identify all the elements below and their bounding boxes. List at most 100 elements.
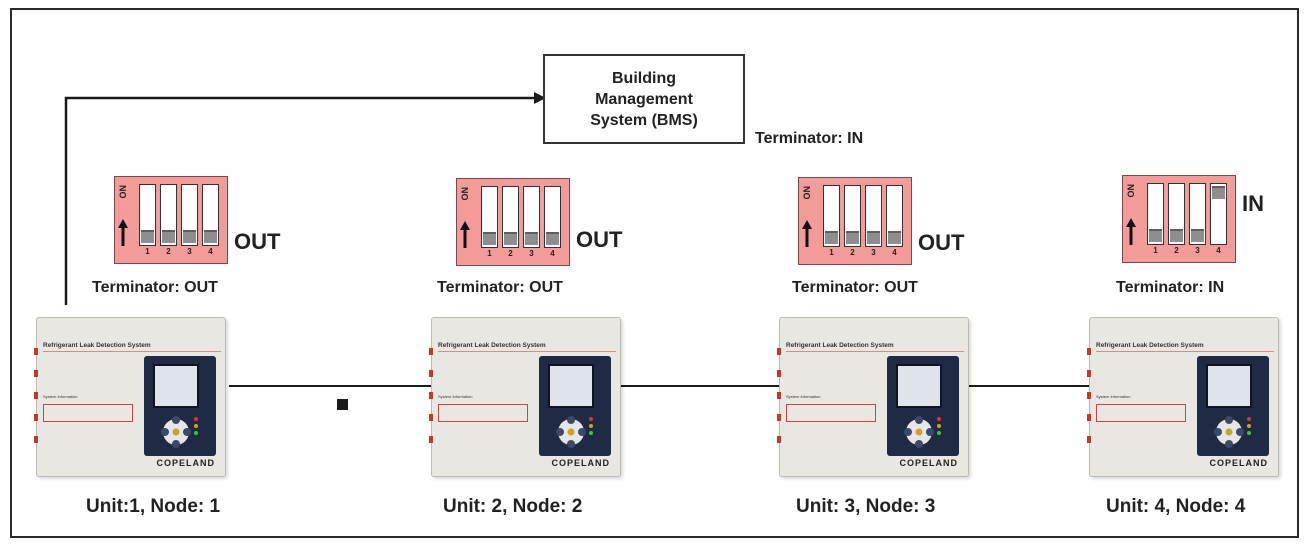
unit-brand-logo: COPELAND — [1209, 458, 1268, 468]
unit-display-screen — [548, 364, 594, 408]
cable-port — [777, 414, 781, 421]
unit-brand-logo: COPELAND — [551, 458, 610, 468]
dip-toggle-knob — [867, 231, 880, 244]
cable-port — [429, 436, 433, 443]
dip-switch-number: 4 — [892, 248, 897, 257]
dip-toggle-1 — [139, 184, 156, 246]
link-marker — [337, 399, 348, 410]
cable-port — [429, 392, 433, 399]
dip-switch-number: 2 — [1174, 246, 1179, 255]
keypad-icon — [556, 416, 593, 448]
unit-alarm-box — [786, 404, 876, 422]
unit-title: Refrigerant Leak Detection System — [438, 342, 546, 349]
dip-toggle-knob — [546, 232, 559, 245]
dip-toggle-4 — [1210, 183, 1227, 245]
unit-display-screen — [896, 364, 942, 408]
cable-port — [777, 436, 781, 443]
dip-toggle-knob — [525, 232, 538, 245]
dip-on-label: ON — [802, 186, 812, 200]
unit-title: Refrigerant Leak Detection System — [1096, 342, 1204, 349]
cable-port — [34, 370, 38, 377]
dip-toggle-2 — [160, 184, 177, 246]
dip-toggle-knob — [1149, 229, 1162, 242]
cable-port — [429, 370, 433, 377]
terminator-label: Terminator: OUT — [437, 279, 563, 296]
dip-switch-node-1: ON 1 2 3 4 — [114, 176, 228, 264]
cable-port — [34, 414, 38, 421]
dip-switch-node-2: ON 1 2 3 4 — [456, 178, 570, 266]
dip-switch-number: 3 — [187, 247, 192, 256]
dip-toggle-1 — [823, 185, 840, 247]
dip-toggle-1 — [481, 186, 498, 248]
dip-toggle-knob — [888, 231, 901, 244]
terminator-label: Terminator: OUT — [792, 279, 918, 296]
unit-alarm-box — [43, 404, 133, 422]
on-direction-arrow-icon — [460, 221, 470, 248]
dip-toggle-knob — [162, 230, 175, 243]
cable-port — [34, 436, 38, 443]
keypad-icon — [1214, 416, 1251, 448]
terminator-label: Terminator: OUT — [92, 279, 218, 296]
unit-control-panel — [539, 356, 611, 456]
dip-switch-number: 3 — [529, 249, 534, 258]
unit-control-panel — [1197, 356, 1269, 456]
unit-system-info: System Information — [43, 394, 78, 399]
unit-control-panel — [887, 356, 959, 456]
unit-node-label: Unit: 3, Node: 3 — [796, 496, 936, 517]
dip-toggle-1 — [1147, 183, 1164, 245]
dip-toggle-knob — [141, 230, 154, 243]
keypad-icon — [904, 416, 941, 448]
dip-switch-number: 2 — [508, 249, 513, 258]
dip-on-label: ON — [460, 187, 470, 201]
unit-system-info: System Information — [438, 394, 473, 399]
dip-switch-number: 4 — [550, 249, 555, 258]
bms-box: Building Management System (BMS) — [543, 54, 745, 144]
unit-control-panel — [144, 356, 216, 456]
dip-switch-number: 2 — [166, 247, 171, 256]
unit-display-screen — [153, 364, 199, 408]
dip-switch-number: 4 — [1216, 246, 1221, 255]
unit-system-info: System Information — [1096, 394, 1131, 399]
on-direction-arrow-icon — [118, 219, 128, 246]
dip-on-label: ON — [118, 185, 128, 199]
cable-port — [429, 348, 433, 355]
unit-title-rule — [786, 351, 964, 352]
dip-toggle-4 — [544, 186, 561, 248]
cable-port — [1087, 348, 1091, 355]
unit-node-label: Unit:1, Node: 1 — [86, 496, 221, 517]
terminator-label: Terminator: IN — [1116, 279, 1225, 296]
dip-switch-number: 4 — [208, 247, 213, 256]
on-direction-arrow-icon — [802, 220, 812, 247]
cable-port — [1087, 436, 1091, 443]
cable-port — [1087, 370, 1091, 377]
unit-title-rule — [1096, 351, 1274, 352]
dip-toggle-3 — [523, 186, 540, 248]
cable-port — [777, 392, 781, 399]
dip-switch-number: 3 — [871, 248, 876, 257]
dip-switch-number: 1 — [145, 247, 150, 256]
on-direction-arrow-icon — [1126, 218, 1136, 245]
unit-title-rule — [43, 351, 221, 352]
cable-port — [429, 414, 433, 421]
terminator-state-label: OUT — [576, 227, 623, 252]
unit-brand-logo: COPELAND — [899, 458, 958, 468]
dip-toggle-knob — [204, 230, 217, 243]
dip-switch-number: 1 — [487, 249, 492, 258]
dip-toggle-2 — [502, 186, 519, 248]
unit-title-rule — [438, 351, 616, 352]
dip-toggle-2 — [1168, 183, 1185, 245]
diagram-frame — [10, 8, 1299, 538]
bms-connection-line — [64, 92, 546, 305]
cable-port — [34, 348, 38, 355]
dip-toggle-knob — [1170, 229, 1183, 242]
bms-terminator-label: Terminator: IN — [755, 130, 864, 147]
dip-toggle-3 — [865, 185, 882, 247]
unit-node-label: Unit: 4, Node: 4 — [1106, 496, 1246, 517]
cable-port — [777, 370, 781, 377]
dip-toggle-knob — [1212, 186, 1225, 199]
